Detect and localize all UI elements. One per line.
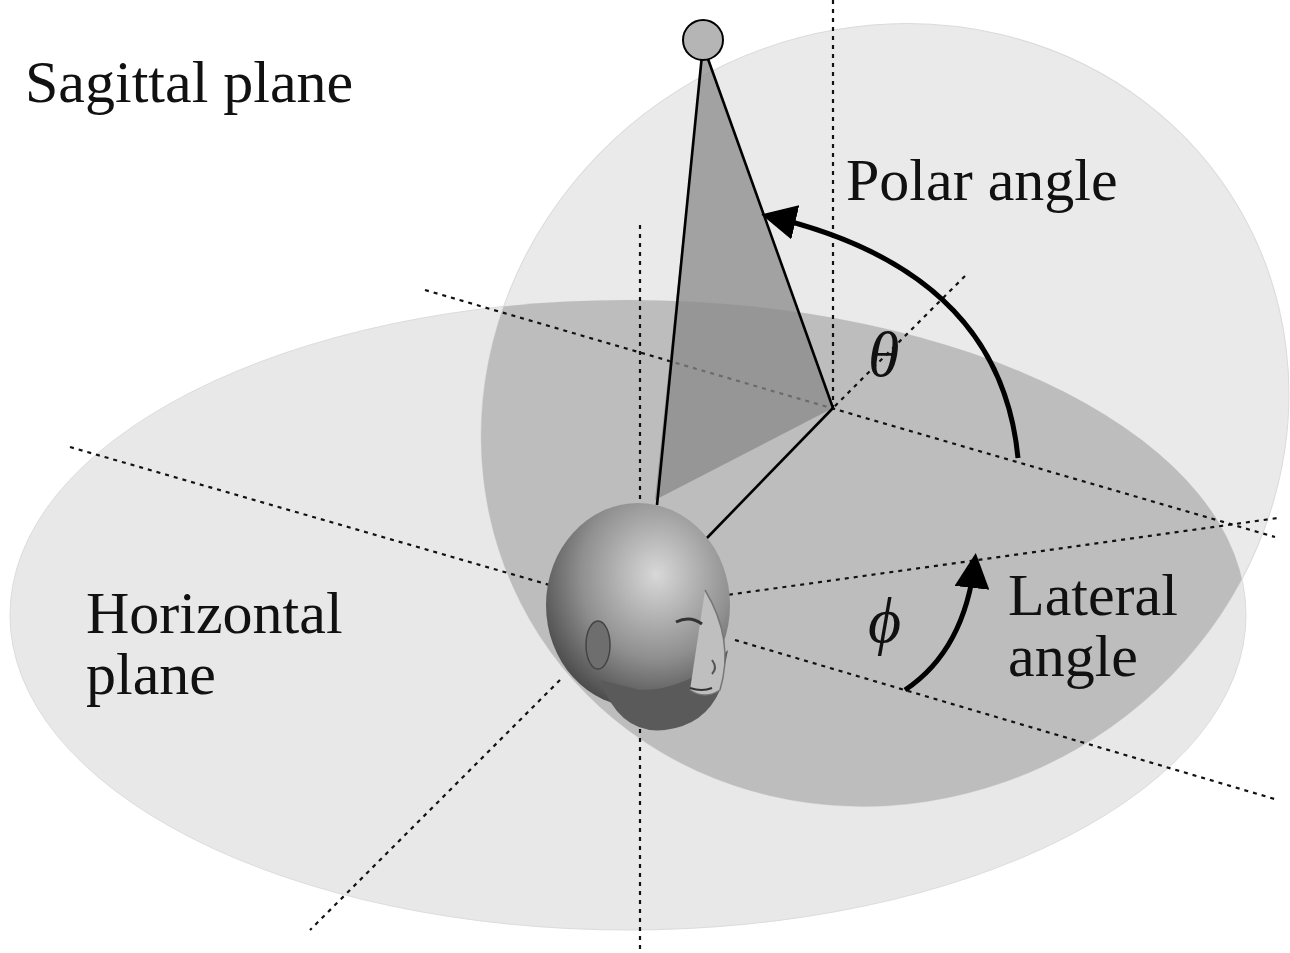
source-triangle [655,45,833,500]
plane-label: Sagittal plane [25,52,525,113]
axis-lines [70,0,1278,950]
plane-label: Horizontal plane [86,583,466,705]
source-lines [657,45,833,540]
angle-label: Lateral angle [1008,565,1278,687]
plane-overlap [337,0,1290,953]
sound-source [683,20,723,60]
angle-symbol: ϕ [868,588,928,653]
angle-label: Polar angle [846,150,1266,211]
head-figure [546,503,730,730]
polar-angle-arc [768,216,1018,458]
sagittal-plane [337,0,1290,953]
angle-symbol: θ [868,322,928,387]
lateral-angle-arc [905,560,975,690]
